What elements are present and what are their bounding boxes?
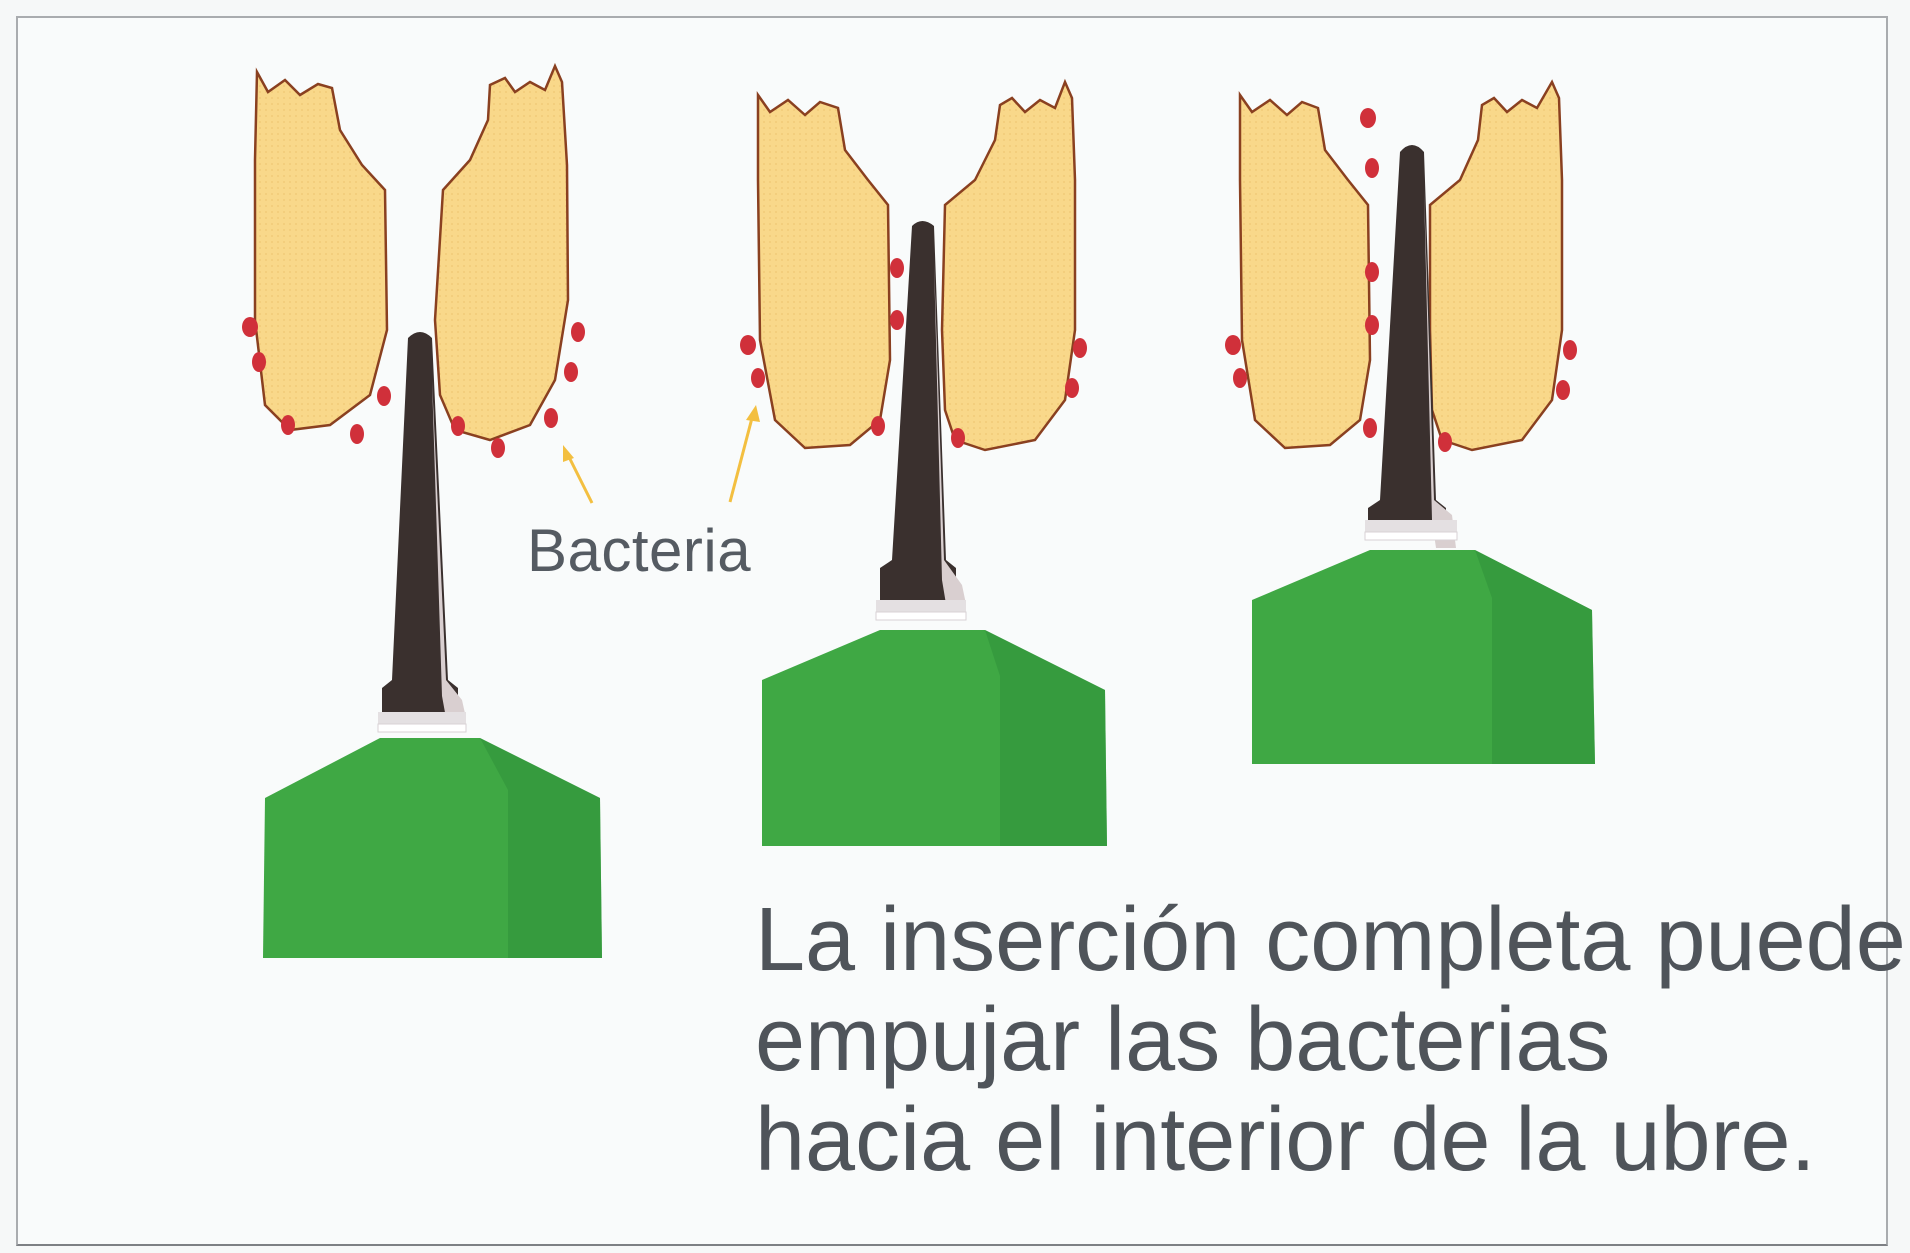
panel-1 [242,62,602,958]
panel-3 [1225,79,1595,764]
panel-2 [728,78,1107,846]
teat-lobe-right [940,78,1077,452]
cannula-1 [382,332,458,712]
bacteria-dots [740,258,1087,448]
bacteria-dots [1225,108,1577,452]
teat-lobe-right [1428,79,1564,452]
cannula-3 [1368,145,1446,520]
teat-lobe-right [433,62,570,442]
caption-line-2: empujar las bacterias [755,990,1611,1090]
bacteria-label: Bacteria [527,517,752,584]
caption: La inserción completa puede empujar las … [755,890,1906,1190]
cannula-2 [880,221,956,600]
caption-line-1: La inserción completa puede [755,890,1906,990]
bacteria-arrow-1 [566,454,594,504]
bacteria-arrow-2 [728,417,754,503]
caption-line-3: hacia el interior de la ubre. [755,1090,1816,1190]
teat-lobe-left [1238,91,1372,450]
teat-lobe-left [253,67,389,432]
teat-lobe-left [756,91,892,450]
bacteria-dots [242,317,585,458]
